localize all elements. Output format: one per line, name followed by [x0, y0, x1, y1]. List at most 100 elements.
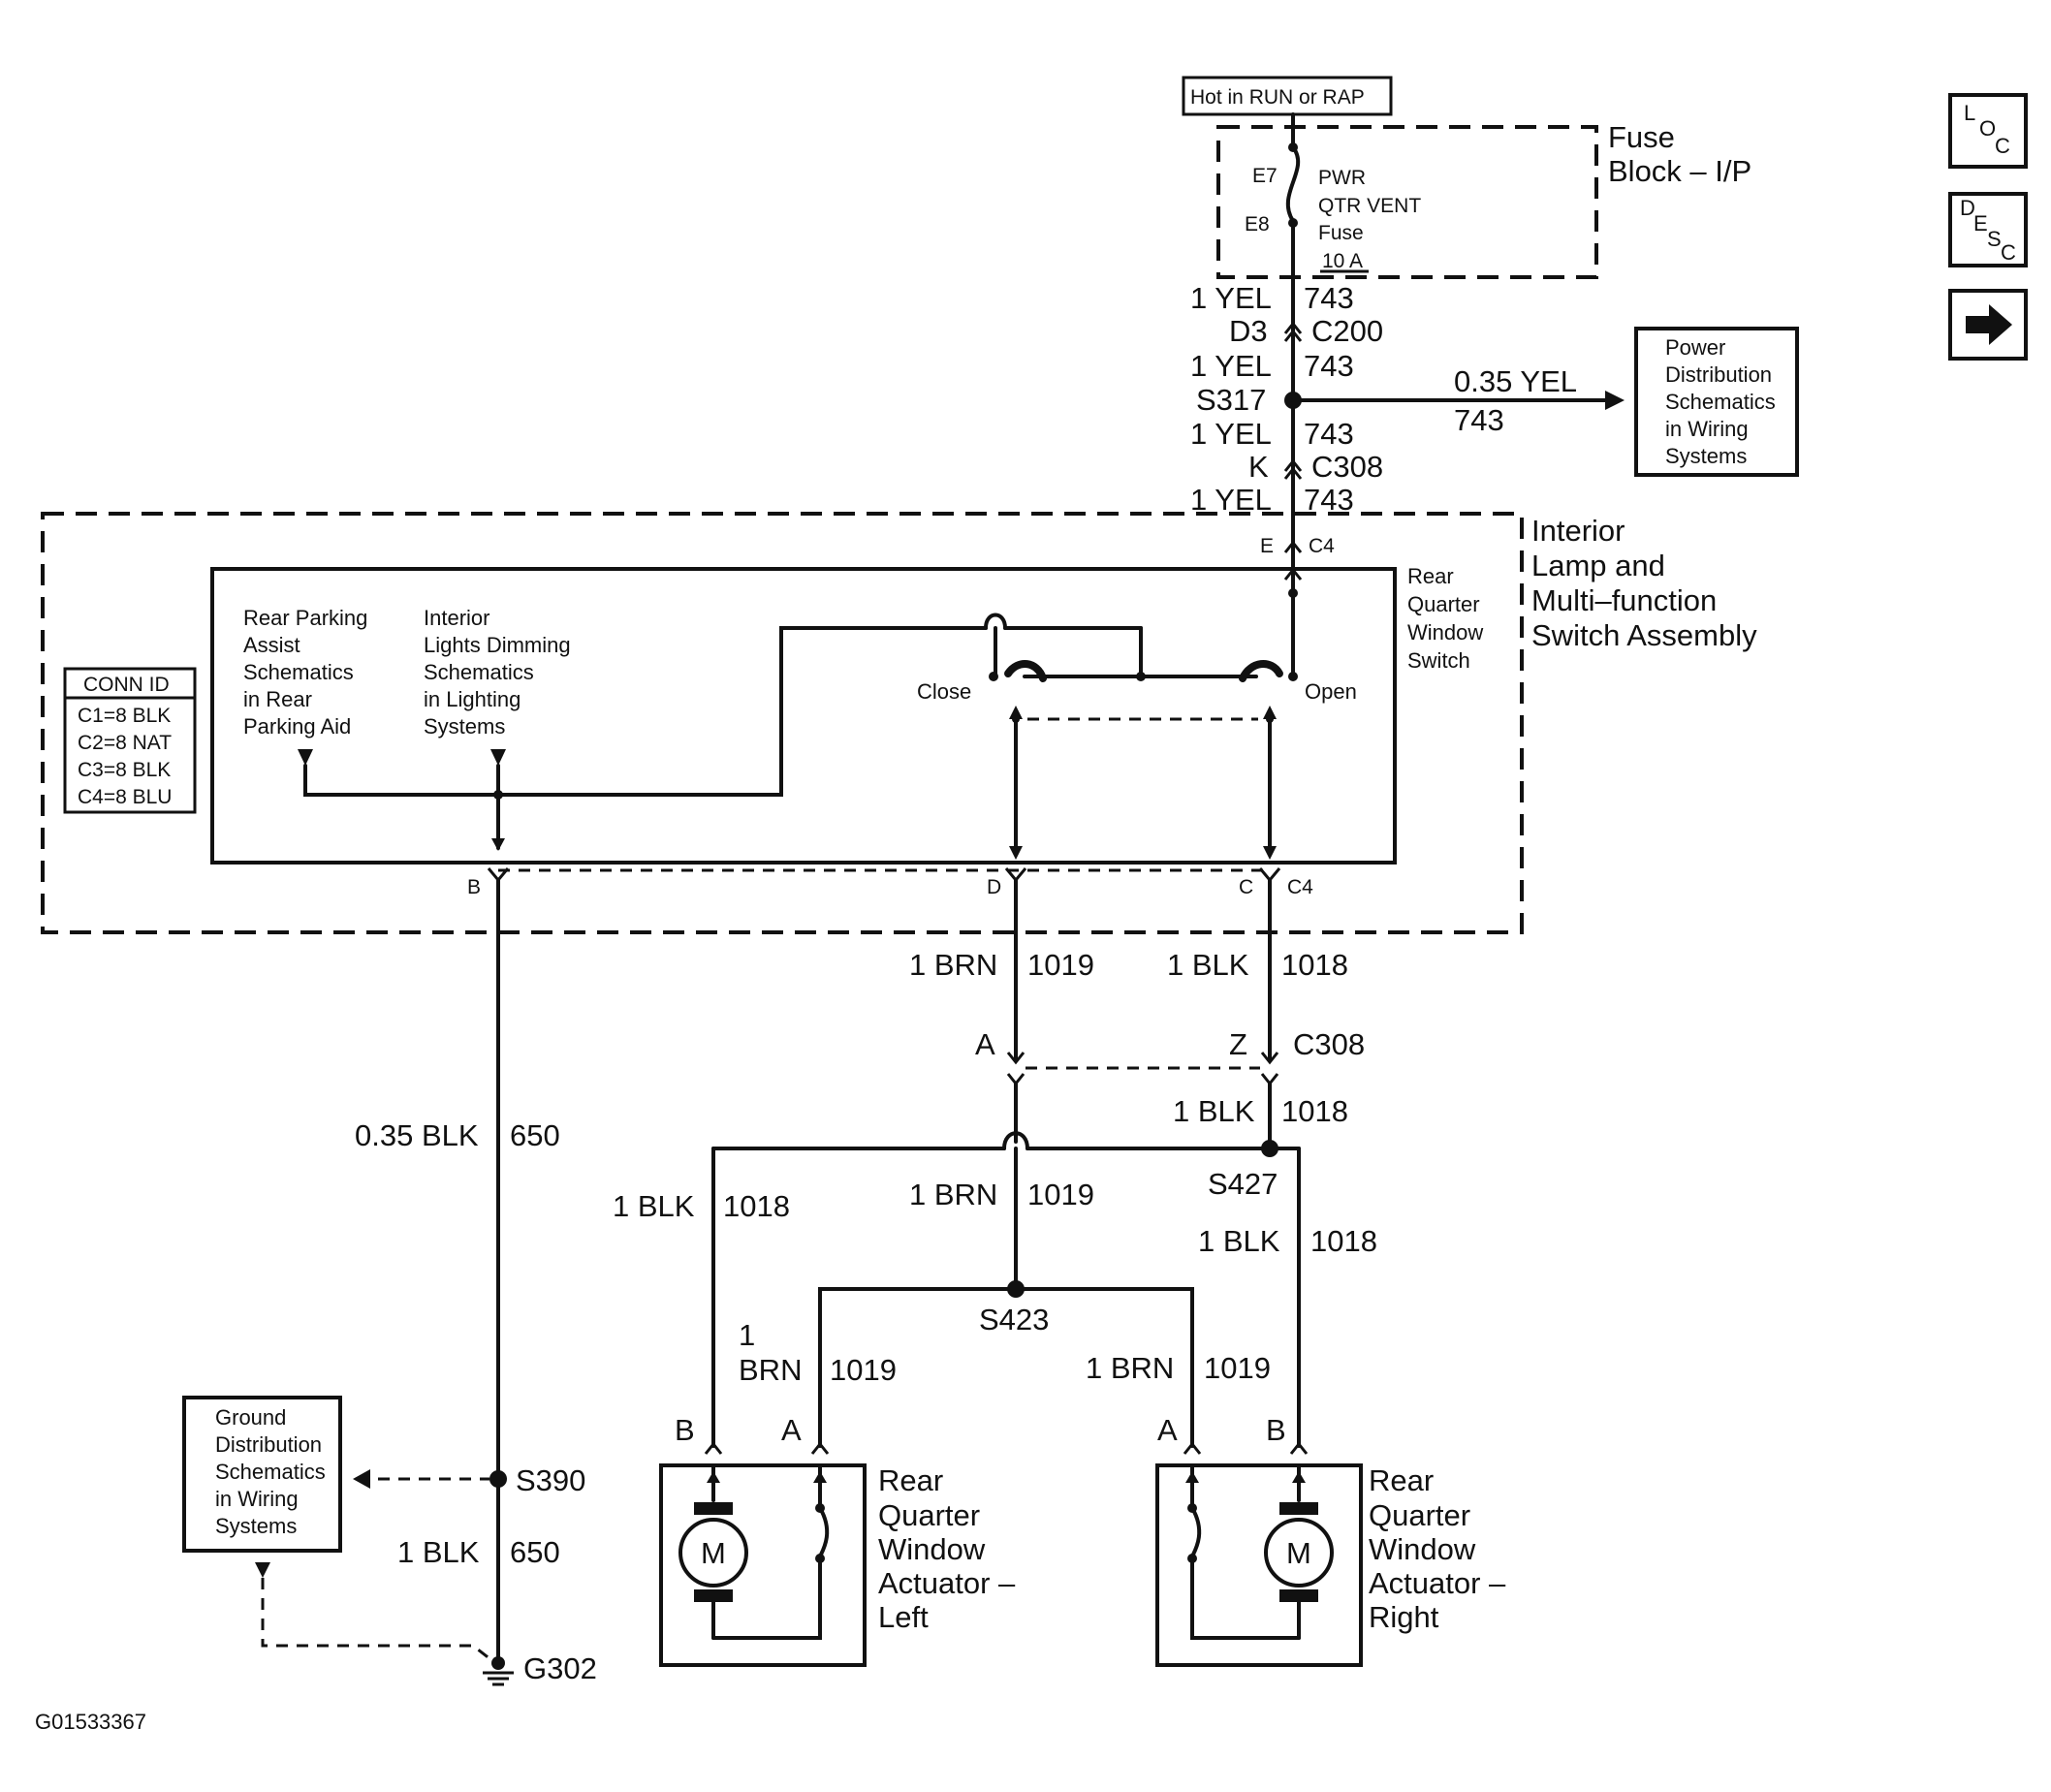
c308-top-connector-icon — [1283, 458, 1303, 472]
feed-wire4-circuit: 743 — [1304, 483, 1354, 517]
power-dist-line2: Distribution — [1665, 362, 1772, 387]
ground-distribution-box[interactable] — [182, 1396, 342, 1553]
c4-pin-d: D — [987, 876, 1001, 898]
right-actuator-line4: Actuator – — [1369, 1566, 1506, 1600]
assembly-conn-top: C4 — [1309, 535, 1335, 557]
interior-lights-line1: Interior — [424, 606, 489, 630]
branch-wire-circuit: 743 — [1454, 403, 1504, 437]
interior-lights-ref-arrow[interactable] — [490, 749, 506, 766]
switch-label-2: Quarter — [1407, 592, 1480, 616]
rear-parking-line4: in Rear — [243, 687, 312, 711]
right-actuator-line3: Window — [1369, 1532, 1476, 1566]
left-blk-circuit: 1018 — [723, 1189, 790, 1223]
conn-id-row-1: C1=8 BLK — [78, 705, 171, 727]
blk2-circuit: 1018 — [1281, 1094, 1348, 1128]
ground-dist-line2: Distribution — [215, 1432, 322, 1457]
ground-icon — [483, 1671, 514, 1686]
fuse-block-label: Fuse — [1608, 120, 1675, 154]
loc-button-o: O — [1979, 116, 1996, 141]
conn-id-row-2: C2=8 NAT — [78, 732, 172, 754]
switch-label-1: Rear — [1407, 564, 1454, 588]
right-actuator-pin-b: B — [1266, 1413, 1286, 1447]
loc-button-c: C — [1995, 134, 2010, 158]
open-contact-icon — [1239, 660, 1283, 682]
brn-1019-wire: 1 BRN — [909, 948, 997, 982]
fuse-e7-label: E7 — [1252, 165, 1278, 187]
rear-parking-ref-arrow[interactable] — [298, 749, 313, 766]
assembly-label-4: Switch Assembly — [1531, 618, 1757, 652]
feed-wire2-circuit: 743 — [1304, 349, 1354, 383]
assembly-label-1: Interior — [1531, 514, 1625, 548]
s390-label: S390 — [516, 1463, 585, 1497]
assembly-pin-e: E — [1260, 535, 1274, 557]
left-brn-line1: 1 — [739, 1318, 755, 1352]
rear-parking-line2: Assist — [243, 633, 300, 657]
feed-wire2-color: 1 YEL — [1190, 349, 1272, 383]
switch-label-3: Window — [1407, 620, 1483, 644]
g302-label: G302 — [523, 1651, 597, 1685]
fuse-name-3: Fuse — [1318, 222, 1364, 244]
conn-id-row-3: C3=8 BLK — [78, 759, 171, 781]
c4-bottom-id: C4 — [1287, 876, 1313, 898]
right-blk-circuit: 1018 — [1310, 1224, 1377, 1258]
left-brn-line2: BRN — [739, 1353, 802, 1387]
right-brn-wire: 1 BRN — [1086, 1351, 1174, 1385]
desc-button-d: D — [1960, 196, 1975, 220]
s317-label: S317 — [1196, 383, 1266, 417]
loc-button[interactable]: L O C — [1948, 93, 2028, 169]
branch-wire-color: 0.35 YEL — [1454, 364, 1577, 398]
right-motor-label: M — [1286, 1536, 1311, 1570]
fuse-rating: 10 A — [1322, 250, 1363, 272]
next-button[interactable] — [1948, 289, 2028, 361]
conn-id-row-4: C4=8 BLU — [78, 786, 172, 808]
interior-lights-line3: Schematics — [424, 660, 534, 684]
fuse-symbol — [1285, 145, 1301, 223]
power-dist-line4: in Wiring — [1665, 417, 1749, 441]
left-brn-circuit: 1019 — [830, 1353, 897, 1387]
right-motor-icon — [1264, 1518, 1334, 1588]
feed-wire3-circuit: 743 — [1304, 417, 1354, 451]
c308-top-id: C308 — [1311, 450, 1383, 484]
switch-assembly-outline — [41, 512, 1524, 934]
power-distribution-box[interactable] — [1634, 327, 1799, 477]
power-dist-line1: Power — [1665, 335, 1725, 360]
right-blk-wire: 1 BLK — [1198, 1224, 1280, 1258]
right-actuator-line2: Quarter — [1369, 1498, 1470, 1532]
power-dist-line3: Schematics — [1665, 390, 1776, 414]
blk2-wire: 1 BLK — [1173, 1094, 1255, 1128]
right-actuator-line5: Right — [1369, 1600, 1439, 1634]
c308-pin-z: Z — [1229, 1027, 1247, 1061]
c200-pin: D3 — [1229, 314, 1268, 348]
s427-label: S427 — [1208, 1167, 1278, 1201]
blk-1018-wire: 1 BLK — [1167, 948, 1249, 982]
right-actuator-box — [1155, 1463, 1363, 1667]
interior-lights-line4: in Lighting — [424, 687, 521, 711]
c200-connector-icon — [1283, 321, 1303, 334]
mid-brn-circuit: 1019 — [1027, 1178, 1094, 1211]
s423-label: S423 — [979, 1303, 1049, 1336]
left-actuator-line2: Quarter — [878, 1498, 980, 1532]
c308-top-pin: K — [1248, 450, 1269, 484]
feed-wire4-color: 1 YEL — [1190, 483, 1272, 517]
c308-pin-a: A — [975, 1027, 995, 1061]
left-motor-icon — [678, 1518, 748, 1588]
close-label: Close — [917, 679, 971, 704]
left-blk-wire: 1 BLK — [613, 1189, 695, 1223]
right-actuator-line1: Rear — [1369, 1463, 1434, 1497]
left-motor-label: M — [701, 1536, 726, 1570]
ground-circuit2: 650 — [510, 1535, 560, 1569]
right-brn-circuit: 1019 — [1204, 1351, 1271, 1385]
feed-wire1-color: 1 YEL — [1190, 281, 1272, 315]
mid-brn-wire: 1 BRN — [909, 1178, 997, 1211]
rear-parking-line3: Schematics — [243, 660, 354, 684]
desc-button[interactable]: D E S C — [1948, 192, 2028, 267]
fuse-name-2: QTR VENT — [1318, 195, 1421, 217]
rear-quarter-window-switch-box — [210, 567, 1397, 865]
desc-button-c: C — [2001, 240, 2016, 265]
feed-wire3-color: 1 YEL — [1190, 417, 1272, 451]
left-actuator-line5: Left — [878, 1600, 929, 1634]
interior-lights-line2: Lights Dimming — [424, 633, 571, 657]
left-actuator-pin-b: B — [675, 1413, 695, 1447]
conn-id-title: CONN ID — [83, 674, 170, 696]
